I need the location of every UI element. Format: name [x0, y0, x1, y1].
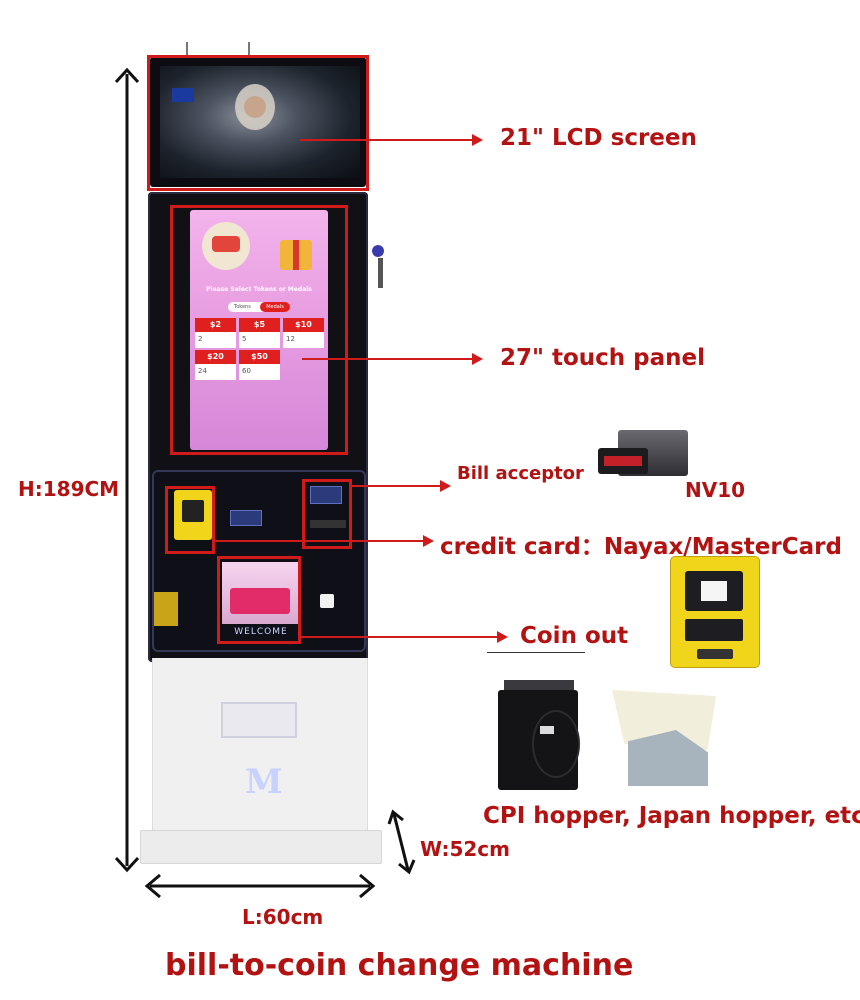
price-amount: $10 [283, 318, 324, 332]
bill-arrow-head [440, 480, 451, 492]
thin-arrow [487, 652, 585, 653]
touch-arrow-head [472, 353, 483, 365]
length-dimension-arrow [144, 873, 376, 899]
bill-acceptor-label: Bill acceptor [457, 463, 584, 484]
coin-tray[interactable] [222, 562, 298, 624]
price-amount: $20 [195, 350, 236, 364]
antenna [186, 42, 188, 56]
face-image [244, 96, 266, 118]
tab-switch[interactable]: Tokens Medals [228, 302, 290, 312]
key-icon [372, 245, 384, 257]
machine-base: M [152, 658, 368, 838]
hopper-label: CPI hopper, Japan hopper, etc. [483, 803, 860, 829]
coin-out-label: Coin out [520, 623, 629, 649]
price-amount: $5 [239, 318, 280, 332]
cpi-hopper-image [498, 680, 580, 790]
card-highlight-box [165, 486, 215, 554]
bill-sign [310, 486, 342, 504]
coin-slot[interactable] [320, 594, 334, 608]
lcd-highlight-box [147, 55, 369, 191]
width-dimension-arrow [387, 809, 416, 875]
nv10-bill-acceptor-image [598, 430, 693, 490]
coin-highlight-box [217, 556, 301, 644]
price-button[interactable]: $2 2 [195, 318, 236, 348]
price-button[interactable]: $50 60 [239, 350, 280, 380]
credit-arrow-head [423, 535, 434, 547]
welcome-text: WELCOME [234, 627, 288, 637]
price-qty: 2 [198, 335, 203, 343]
coin-arrow [301, 636, 499, 638]
credit-arrow [215, 540, 425, 542]
key-blade-icon [378, 258, 383, 288]
price-amount: $50 [239, 350, 280, 364]
tab-medals[interactable]: Medals [260, 302, 290, 312]
control-panel: WELCOME [152, 470, 366, 652]
width-label: W:52cm [420, 837, 510, 861]
brand-logo: M [245, 762, 283, 802]
japan-hopper-image [612, 690, 722, 790]
price-qty: 60 [242, 367, 251, 375]
lcd-screen-label: 21" LCD screen [500, 125, 697, 151]
touch-title: Please Select Tokens or Medals [206, 286, 312, 293]
lcd-arrow-head [472, 134, 483, 146]
side-handle [154, 592, 178, 626]
price-button[interactable]: $5 5 [239, 318, 280, 348]
touch-panel-label: 27" touch panel [500, 345, 706, 371]
coin-arrow-head [497, 631, 508, 643]
machine-foot [140, 830, 382, 864]
price-qty: 24 [198, 367, 207, 375]
tab-tokens[interactable]: Tokens [234, 304, 251, 310]
touch-panel-screen[interactable]: Please Select Tokens or Medals Tokens Me… [190, 210, 328, 450]
info-sign [230, 510, 262, 526]
bill-highlight-box [302, 479, 352, 549]
lcd-video-frame [160, 66, 360, 178]
price-amount: $2 [195, 318, 236, 332]
antenna [248, 42, 250, 56]
credit-card-label: credit card：Nayax/MasterCard [440, 534, 842, 560]
caption-title: bill-to-coin change machine [165, 948, 634, 983]
price-button[interactable]: $10 12 [283, 318, 324, 348]
height-label: H:189CM [18, 477, 120, 501]
height-dimension-arrow [114, 67, 140, 873]
nv10-label: NV10 [685, 478, 746, 502]
touch-arrow [302, 358, 475, 360]
touch-highlight-box [170, 205, 348, 455]
price-button[interactable]: $20 24 [195, 350, 236, 380]
return-slot[interactable] [221, 702, 297, 738]
card-reader-image [670, 556, 760, 668]
bill-slot[interactable] [310, 520, 346, 528]
gift-box-icon [280, 240, 312, 270]
video-display-icon [172, 88, 194, 102]
card-reader[interactable] [174, 490, 212, 540]
length-label: L:60cm [242, 905, 324, 929]
price-qty: 5 [242, 335, 247, 343]
lcd-arrow [300, 139, 475, 141]
mascot-icon [202, 222, 250, 270]
price-qty: 12 [286, 335, 295, 343]
bill-arrow [352, 485, 442, 487]
